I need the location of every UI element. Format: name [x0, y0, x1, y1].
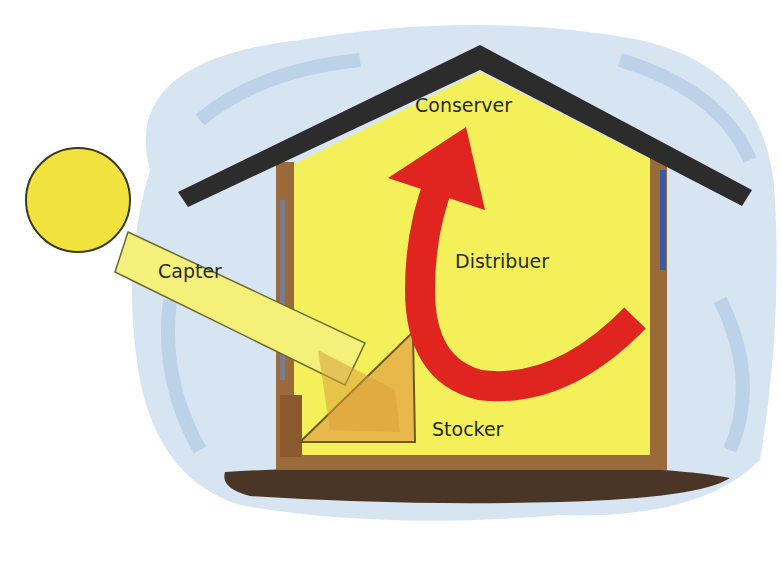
- sun: [26, 148, 130, 252]
- capture-arrow-head: [300, 332, 415, 442]
- stage-label: Stocker: [432, 420, 503, 439]
- sky-wash: [132, 25, 777, 521]
- storage-wall: [280, 395, 302, 457]
- storage-shading: [318, 350, 400, 432]
- distribution-arrow: [420, 180, 635, 386]
- stage-label: Distribuer: [455, 252, 549, 271]
- floor: [276, 455, 667, 470]
- stage-label: Conserver: [415, 96, 512, 115]
- stage-label: Capter: [158, 262, 222, 281]
- window-strip: [660, 170, 666, 270]
- ground: [224, 465, 730, 503]
- right-wall: [650, 158, 667, 468]
- distribution-arrow-head: [388, 127, 485, 210]
